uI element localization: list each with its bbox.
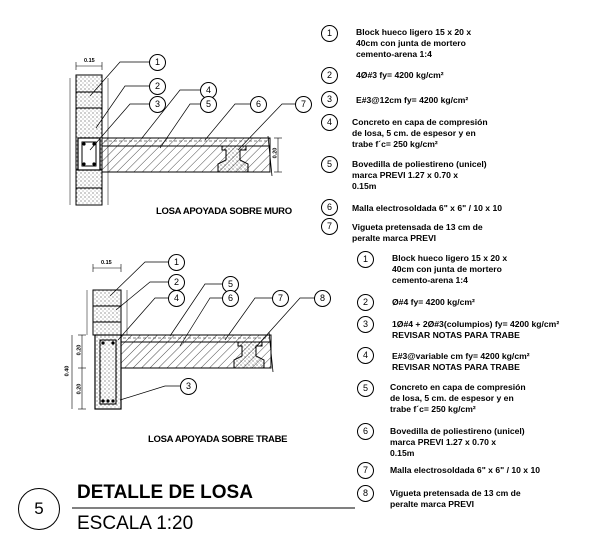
note-top-5-number: 5 (321, 156, 338, 173)
top-tag-6: 6 (250, 96, 267, 113)
note-top-6-number: 6 (321, 199, 338, 216)
detail-number-circle: 5 (18, 488, 60, 530)
bottom-dim-width: 0.15 (101, 260, 112, 266)
note-bottom-4: E#3@variable cm fy= 4200 kg/cm² REVISAR … (392, 351, 530, 372)
top-slab (101, 135, 273, 177)
top-tag-2: 2 (149, 78, 166, 95)
bottom-tag-4: 4 (168, 290, 185, 307)
note-bottom-8: Vigueta pretensada de 13 cm de peralte m… (390, 488, 521, 509)
note-bottom-8-number: 8 (357, 485, 374, 502)
note-bottom-2-number: 2 (357, 294, 374, 311)
bottom-tag-1: 1 (168, 254, 185, 271)
note-bottom-7: Malla electrosoldada 6" x 6" / 10 x 10 (390, 465, 541, 475)
note-top-2: 4Ø#3 fy= 4200 kg/cm² (356, 70, 444, 80)
top-chain-beam (77, 137, 101, 171)
bottom-detail-caption: LOSA APOYADA SOBRE TRABE (148, 434, 288, 445)
top-detail-caption: LOSA APOYADA SOBRE MURO (156, 206, 292, 217)
bottom-tag-3: 3 (180, 378, 197, 395)
note-bottom-5-number: 5 (357, 380, 374, 397)
top-tag-3: 3 (149, 96, 166, 113)
note-bottom-4-number: 4 (357, 347, 374, 364)
bottom-beam (94, 334, 122, 410)
note-top-4-number: 4 (321, 114, 338, 131)
bottom-tag-2: 2 (168, 274, 185, 291)
note-bottom-2: Ø#4 fy= 4200 kg/cm² (392, 297, 475, 307)
bottom-slab (120, 331, 274, 373)
note-top-3-number: 3 (321, 91, 338, 108)
bottom-dim-lower: 0.20 (76, 383, 83, 395)
top-dim-lines (75, 62, 282, 173)
drawing-title: DETALLE DE LOSA (77, 482, 253, 503)
top-dim-width: 0.15 (84, 58, 95, 64)
bottom-tag-6: 6 (222, 290, 239, 307)
top-dim-depth: 0.20 (272, 147, 279, 159)
note-bottom-1-number: 1 (357, 251, 374, 268)
top-tag-1: 1 (149, 54, 166, 71)
note-top-7-number: 7 (321, 218, 338, 235)
top-leaders (89, 61, 295, 151)
note-top-2-number: 2 (321, 67, 338, 84)
note-bottom-3: 1Ø#4 + 2Ø#3(columpios) fy= 4200 kg/cm² R… (392, 319, 560, 340)
bottom-dim-slab: 0.20 (76, 344, 83, 356)
bottom-wall (86, 289, 128, 336)
bottom-dim-total: 0.40 (64, 365, 71, 377)
note-bottom-1: Block hueco ligero 15 x 20 x 40cm con ju… (392, 253, 508, 285)
note-bottom-6-number: 6 (357, 423, 374, 440)
bottom-tag-7: 7 (272, 290, 289, 307)
note-top-1: Block hueco ligero 15 x 20 x 40cm con ju… (356, 27, 472, 59)
note-bottom-7-number: 7 (357, 462, 374, 479)
top-tag-7: 7 (295, 96, 312, 113)
note-top-6: Malla electrosoldada 6" x 6" / 10 x 10 (352, 203, 503, 213)
note-top-1-number: 1 (321, 25, 338, 42)
top-tag-5: 5 (200, 96, 217, 113)
note-top-5: Bovedilla de poliestireno (unicel) marca… (352, 159, 487, 191)
note-top-3: E#3@12cm fy= 4200 kg/cm² (356, 95, 469, 105)
drawing-scale: ESCALA 1:20 (77, 513, 194, 534)
note-bottom-6: Bovedilla de poliestireno (unicel) marca… (390, 426, 525, 458)
note-top-7: Vigueta pretensada de 13 cm de peralte m… (352, 222, 483, 243)
bottom-leaders (109, 261, 314, 401)
note-bottom-5: Concreto en capa de compresión de losa, … (390, 382, 526, 414)
bottom-tag-8: 8 (314, 290, 331, 307)
note-bottom-3-number: 3 (357, 316, 374, 333)
bottom-dim-lines (71, 264, 122, 410)
note-top-4: Concreto en capa de compresión de losa, … (352, 117, 488, 149)
